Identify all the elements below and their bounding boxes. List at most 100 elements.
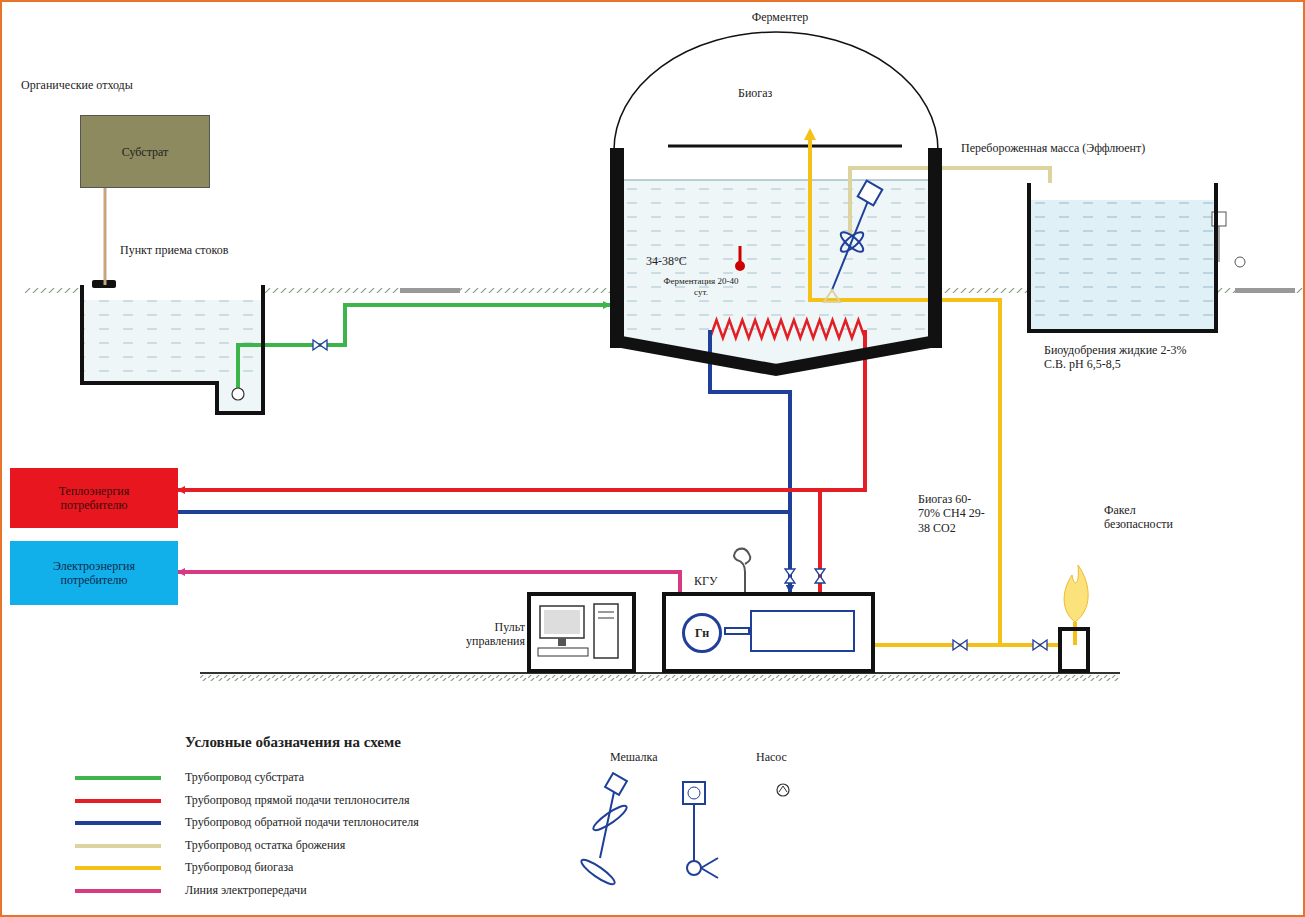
node-title: Ферментер [730,10,830,24]
safety-flare: Факел безопасности [1058,627,1090,673]
node-text: Субстрат [122,144,169,158]
valve-symbol [953,640,967,650]
mixer-shaft [832,196,870,290]
legend-swatch [75,776,161,780]
ground [1218,288,1305,293]
engine-block [750,610,855,652]
pipe-connector [178,490,820,592]
node-title: Пульт управления [451,620,525,649]
pit-liquid [84,300,261,411]
tank-liquid [1031,200,1214,330]
computer-case [598,618,614,619]
biogas-intake [804,128,816,140]
legend-text: Трубопровод обратной подачи теплоносител… [185,815,565,829]
node-text: Биогаз [738,86,798,100]
legend-swatch [75,866,161,870]
ground [265,288,610,293]
label-text: Насос [756,750,816,764]
gas-collector [668,145,902,148]
mixer-symbol [683,782,705,804]
node-text: Биоудобрения жидкие 2-3% С.В. pH 6,5-8,5 [1044,343,1204,372]
legend-text: Трубопровод субстрата [185,770,565,784]
flare-flame [1064,565,1088,622]
substrate-pipe [238,345,265,392]
mixer-symbol [701,868,718,878]
pipe-connector [178,572,680,592]
tank-liquid [1031,200,1214,328]
mixer-symbol [605,773,627,795]
mixer-blade [838,229,866,255]
liquid-level [622,180,930,181]
ground [1235,288,1295,293]
computer-screen [544,610,580,634]
effluent-tank: Перебороженная масса (Эффлюент)Биоудобре… [1027,183,1218,333]
node-title: КГУ [694,574,734,588]
pipe-connector [820,380,865,592]
tank-gauge [1235,257,1245,267]
pump-symbol [779,786,787,792]
node-title: Теплоэнергия потребителю [52,484,136,513]
node-title: Пункт приема стоков [120,243,280,257]
ground [400,288,460,293]
shaft-coupling [724,627,750,635]
pump-symbol [777,784,789,796]
node-title: Гн [695,626,709,640]
computer-stand [558,638,566,646]
node-title: Перебороженная масса (Эффлюент) [961,141,1261,155]
computer-keyboard [538,648,588,656]
valve-symbol [815,569,825,583]
tank-gauge [1219,226,1220,262]
node-title: Органические отходы [21,78,221,92]
legend-text: Трубопровод прямой подачи теплоносителя [185,793,565,807]
valve-symbol [313,340,327,350]
mixer-symbol [693,804,695,868]
legend-swatch [75,799,161,803]
pipe-connector [104,188,107,285]
valve-symbol [1033,640,1047,650]
node-title: Факел безопасности [1104,503,1199,532]
ground [25,288,81,293]
label-text: Биогаз 60-70% CH4 29-38 CO2 [918,492,993,535]
node-title: Электроэнергия потребителю [52,559,136,588]
computer-case [598,612,614,613]
valve-symbol [785,569,795,583]
fermenter-outline [610,10,942,380]
legend-swatch [75,844,161,848]
computer-case [594,604,618,658]
legend-text: Трубопровод биогаза [185,860,565,874]
label-text: Мешалка [610,750,680,764]
generator-circle: Гн [682,613,722,653]
thermometer [735,261,745,271]
node-text: 34-38°C [646,254,716,268]
ground [942,288,1027,293]
pipe-connector [942,300,1058,645]
legend-text: Трубопровод остатка брожения [185,838,565,852]
fermenter-liquid [622,180,930,373]
legend-swatch [75,821,161,825]
mixer-symbol [579,856,618,887]
cogeneration-unit: КГУГн [662,592,875,673]
pump-symbol [232,388,244,400]
legend-title: Условные обазначения на схеме [185,733,545,751]
mixer-foot [824,290,840,302]
mixer-symbol [687,861,701,875]
pipe-connector [710,380,790,592]
pipe-connector [178,512,790,592]
thermometer [739,246,742,262]
mixer-blade [838,229,866,255]
control-panel: Пульт управления [527,592,636,673]
fermenter: ФерментерБиогаз34-38°CФерментация 20-40 … [610,10,942,380]
mixer-symbol [701,858,718,868]
fermenter-liquid [622,180,930,340]
exhaust-pipe [734,549,750,592]
pipe-connector [942,168,1050,183]
ground [200,675,1120,681]
computer-monitor [540,606,584,638]
mixer-symbol [688,787,700,799]
mixer-symbol [591,802,630,833]
power-consumer: Электроэнергия потребителю [10,541,178,605]
mixer-motor [858,181,883,206]
biogas-pipe [1073,622,1077,645]
ground-line [200,672,1120,674]
heating-coil [710,320,865,338]
